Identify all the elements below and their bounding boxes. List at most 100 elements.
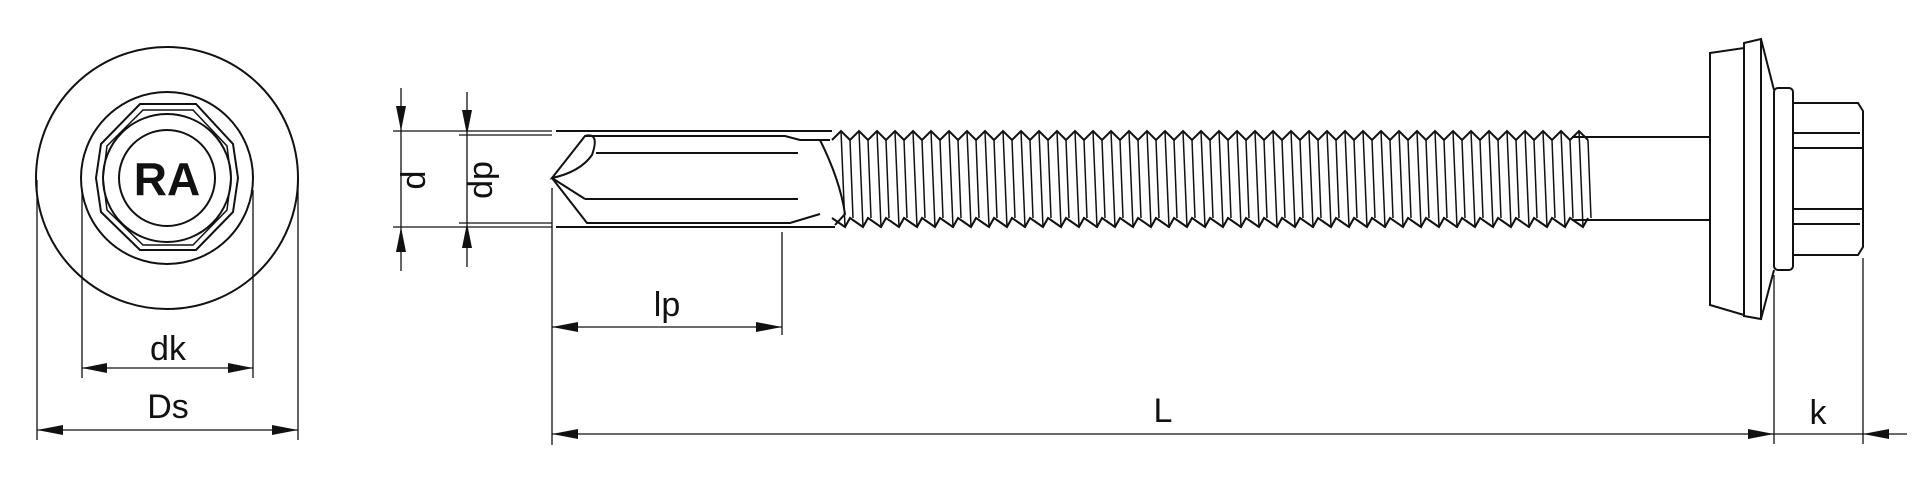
thread-root [1353,139,1358,219]
thread-crest [948,130,954,228]
thread-root [1371,139,1376,219]
thread-root [1299,139,1304,219]
label-d: d [395,171,433,190]
dimension-L: L [552,275,1775,444]
thread-root [1011,139,1016,219]
label-L: L [1154,392,1173,430]
dimension-d: d [393,88,552,271]
thread-crest [1362,130,1368,228]
thread-crest [1074,130,1080,228]
thread-root [1227,139,1232,219]
drill-flute [549,134,596,180]
thread-crest [1272,130,1278,228]
thread-root [849,139,854,219]
thread-root [867,139,872,219]
thread-root [993,139,998,219]
thread-root [957,139,962,219]
thread-crest [1110,130,1116,228]
thread-root [1209,139,1214,219]
thread-crest [1308,130,1314,228]
thread-root [1137,139,1142,219]
thread-crest [1434,130,1440,228]
marking-circle [118,129,216,227]
thread-crest [1056,130,1062,228]
thread-crest [912,130,918,228]
hex-outline [94,103,240,251]
thread-crest [1290,130,1296,228]
thread-crest [1038,130,1044,228]
thread-crest [1488,130,1494,228]
thread-root [1425,139,1430,219]
screw-side-view [549,37,1864,321]
thread-root [1587,139,1592,219]
thread-root [1263,139,1268,219]
thread-crest [1416,130,1422,228]
dimension-dp: dp [459,92,552,267]
thread-profile [831,129,1589,142]
thread-crest [858,130,864,228]
thread-crest [840,130,846,228]
head-marking: RA [134,153,200,205]
thread-root [903,139,908,219]
label-dp: dp [462,161,500,199]
thread-crest [1020,130,1026,228]
thread-crest [1218,130,1224,228]
thread-crest [1542,130,1548,228]
thread-crest [1326,130,1332,228]
thread-crest [1452,130,1458,228]
washer-outline [35,46,299,310]
thread-crest [1254,130,1260,228]
thread-profile [831,216,1589,229]
thread-root [1497,139,1502,219]
thread-root [1533,139,1538,219]
thread-crest [1092,130,1098,228]
thread-crest [1578,130,1584,228]
washer-disc [1743,37,1762,321]
dimension-dk: dk [81,190,254,378]
thread-root [1515,139,1520,219]
thread-root [1389,139,1394,219]
thread-root [1569,139,1574,219]
dimension-k: k [1774,258,1907,444]
thread-crest [930,130,936,228]
thread-crest [876,130,882,228]
thread [831,129,1592,229]
thread-root [1335,139,1340,219]
washer-seal [1709,46,1745,317]
thread-crest [1164,130,1170,228]
dimension-lp: lp [551,188,783,445]
thread-root [1281,139,1286,219]
thread-root [885,139,890,219]
thread-crest [966,130,972,228]
hex-circle [102,113,232,243]
thread-crest [1236,130,1242,228]
thread-root [1065,139,1070,219]
thread-root [1479,139,1484,219]
thread-root [1551,139,1556,219]
thread-crest [1200,130,1206,228]
thread-root [1443,139,1448,219]
thread-root [1047,139,1052,219]
thread-root [1191,139,1196,219]
thread-root [1155,139,1160,219]
thread-root [1407,139,1412,219]
thread-crest [1182,130,1188,228]
thread-crest [1128,130,1134,228]
dimension-ds: Ds [36,180,299,440]
thread-crest [1380,130,1386,228]
thread-crest [1470,130,1476,228]
thread-root [1245,139,1250,219]
thread-crest [984,130,990,228]
thread-root [1101,139,1106,219]
thread-crest [1560,130,1566,228]
thread-root [1083,139,1088,219]
label-k: k [1810,394,1828,432]
hex-head [1793,102,1864,256]
thread-crest [1344,130,1350,228]
thread-root [1461,139,1466,219]
thread-crest [1146,130,1152,228]
thread-root [1317,139,1322,219]
thread-root [1029,139,1034,219]
thread-crest [1002,130,1008,228]
